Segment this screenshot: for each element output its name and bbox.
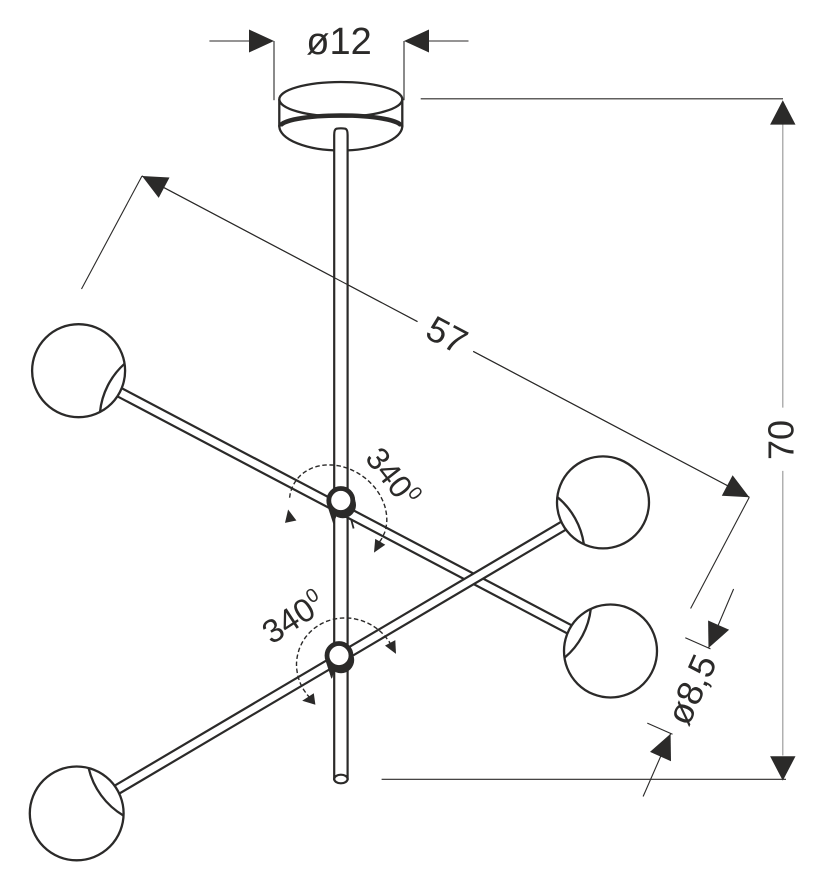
svg-text:ø12: ø12 [306,21,371,63]
svg-text:70: 70 [761,420,802,460]
